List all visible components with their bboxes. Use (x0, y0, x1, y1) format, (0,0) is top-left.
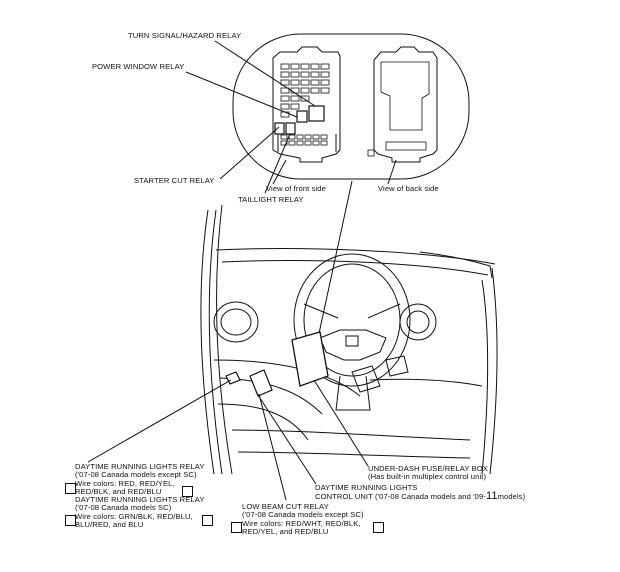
starter-cut-relay-label: STARTER CUT RELAY (134, 176, 215, 185)
turn-signal-leader (214, 40, 316, 107)
callout-bubble (232, 33, 470, 180)
fuse-box-back-view (367, 46, 438, 163)
back-view-leader (387, 159, 397, 185)
drl-unit-line2-prefix: CONTROL UNIT ('07-08 Canada models and '… (315, 492, 486, 501)
turn-signal-relay-label: TURN SIGNAL/HAZARD RELAY (128, 31, 242, 40)
low-beam-checkbox-right[interactable] (373, 522, 384, 533)
power-window-relay-block (296, 110, 308, 123)
drl-relay-a-models: ('07-08 Canada models except SC) (75, 470, 197, 479)
drl-unit-leader (255, 391, 317, 485)
low-beam-wire1: Wire colors: RED/WHT, RED/BLK, (242, 519, 361, 528)
drl-relay-a-checkbox-right[interactable] (182, 486, 193, 497)
drl-relay-a-wire2: RED/BLK, and RED/BLU (75, 487, 162, 496)
drl-unit-line2-suffix: models) (497, 492, 526, 501)
turn-signal-relay-block (308, 105, 325, 122)
drl-relay-b-checkbox-right[interactable] (202, 515, 213, 526)
power-window-relay-label: POWER WINDOW RELAY (92, 62, 185, 71)
drl-relay-b-wire2: BLU/RED, and BLU (75, 520, 144, 529)
dashboard-illustration (200, 204, 498, 475)
drl-relay-b-title: DAYTIME RUNNING LIGHTS RELAY (75, 495, 205, 504)
low-beam-relay-body (249, 369, 273, 397)
drl-relay-b-checkbox-left[interactable] (65, 515, 76, 526)
low-beam-models: ('07-08 Canada models except SC) (242, 510, 364, 519)
drl-unit-line2-highlight: 11 (485, 490, 498, 502)
drl-relay-a-wire1: Wire colors: RED, RED/YEL, (75, 479, 175, 488)
taillight-relay-label: TAILLIGHT RELAY (238, 195, 304, 204)
taillight-relay-block (285, 122, 296, 135)
low-beam-title: LOW BEAM CUT RELAY (242, 502, 329, 511)
low-beam-checkbox-left[interactable] (231, 522, 242, 533)
starter-cut-relay-block (274, 122, 285, 135)
taillight-leader (264, 133, 291, 194)
fuse-box-title: UNDER-DASH FUSE/RELAY BOX (368, 464, 488, 473)
fuse-box-front-view (272, 46, 341, 163)
fuse-box-note: (Has built-in multiplex control unit) (368, 472, 487, 481)
drl-unit-line2: CONTROL UNIT ('07-08 Canada models and '… (315, 490, 526, 502)
starter-cut-leader (219, 126, 280, 180)
under-dash-fuse-box (291, 331, 329, 387)
drl-relay-leader (87, 379, 232, 463)
low-beam-wire2: RED/YEL, and RED/BLU (242, 527, 329, 536)
front-view-leader (272, 159, 287, 185)
drl-relay-a-title: DAYTIME RUNNING LIGHTS RELAY (75, 462, 205, 471)
drl-relay-a-checkbox-left[interactable] (65, 483, 76, 494)
drl-relay-b-models: ('07-08 Canada models SC) (75, 503, 172, 512)
low-beam-leader (258, 393, 287, 501)
power-window-leader (185, 71, 298, 118)
back-view-label: View of back side (378, 184, 439, 193)
drl-unit-line1: DAYTIME RUNNING LIGHTS (315, 483, 418, 492)
fuse-box-leader (313, 379, 369, 467)
front-view-label: View of front side (266, 184, 326, 193)
drl-relay-b-wire1: Wire colors: GRN/BLK, RED/BLU, (75, 512, 193, 521)
callout-pointer (317, 180, 353, 339)
